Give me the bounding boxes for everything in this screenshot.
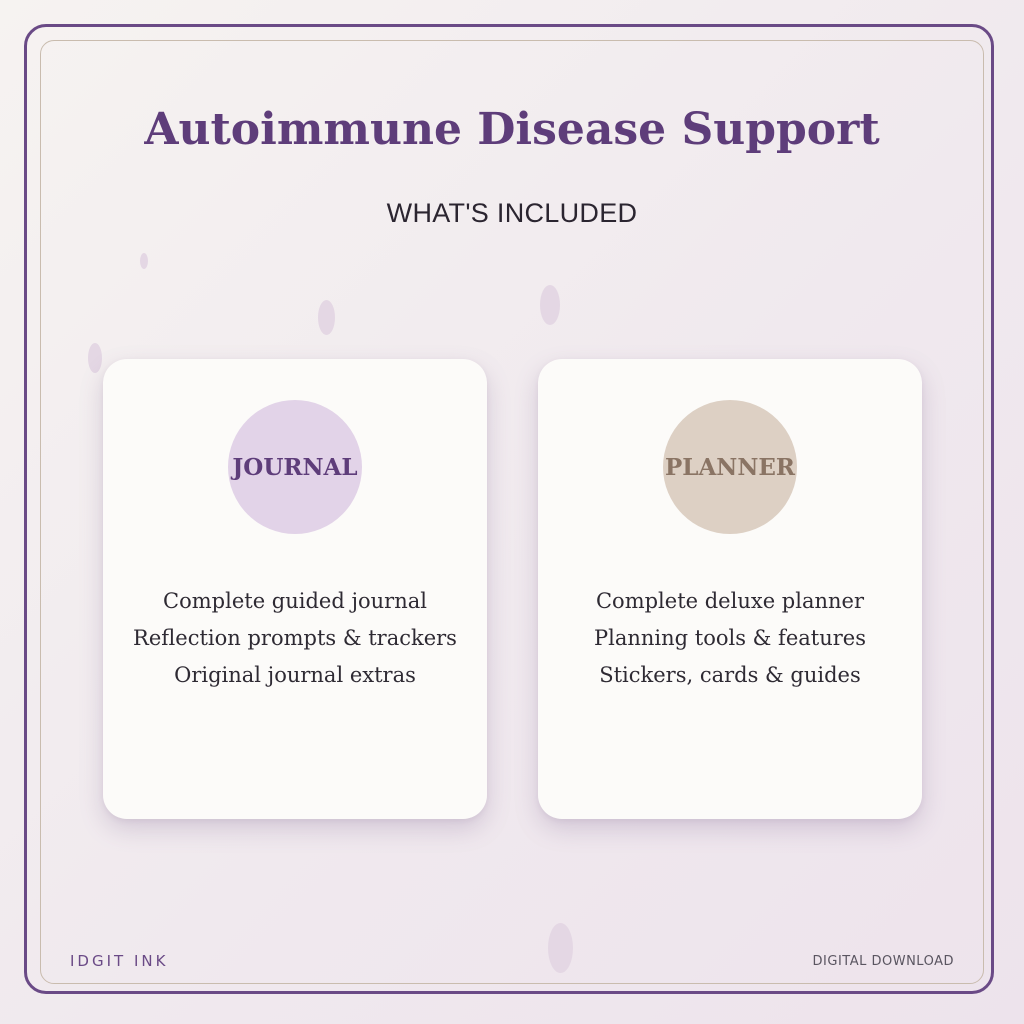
brand-name: IDGIT INK [70,952,169,970]
journal-badge: JOURNAL [228,400,362,534]
feature-item: Planning tools & features [594,626,866,650]
feature-item: Stickers, cards & guides [599,663,861,687]
planner-badge: PLANNER [663,400,797,534]
decorative-leaf [318,300,335,335]
feature-item: Complete guided journal [163,589,427,613]
journal-feature-list: Complete guided journal Reflection promp… [103,583,487,694]
journal-card: JOURNAL Complete guided journal Reflecti… [103,359,487,819]
decorative-leaf [548,923,573,973]
feature-item: Complete deluxe planner [595,589,864,613]
outer-frame-border [24,24,994,994]
feature-item: Original journal extras [174,663,416,687]
feature-item: Reflection prompts & trackers [133,626,457,650]
decorative-leaf [140,253,148,269]
decorative-leaf [88,343,102,373]
format-label: DIGITAL DOWNLOAD [812,954,954,969]
inner-frame-border [40,40,984,984]
decorative-leaf [540,285,560,325]
page-title: Autoimmune Disease Support [144,104,880,155]
section-subtitle: WHAT'S INCLUDED [386,198,638,228]
planner-feature-list: Complete deluxe planner Planning tools &… [538,583,922,694]
planner-card: PLANNER Complete deluxe planner Planning… [538,359,922,819]
